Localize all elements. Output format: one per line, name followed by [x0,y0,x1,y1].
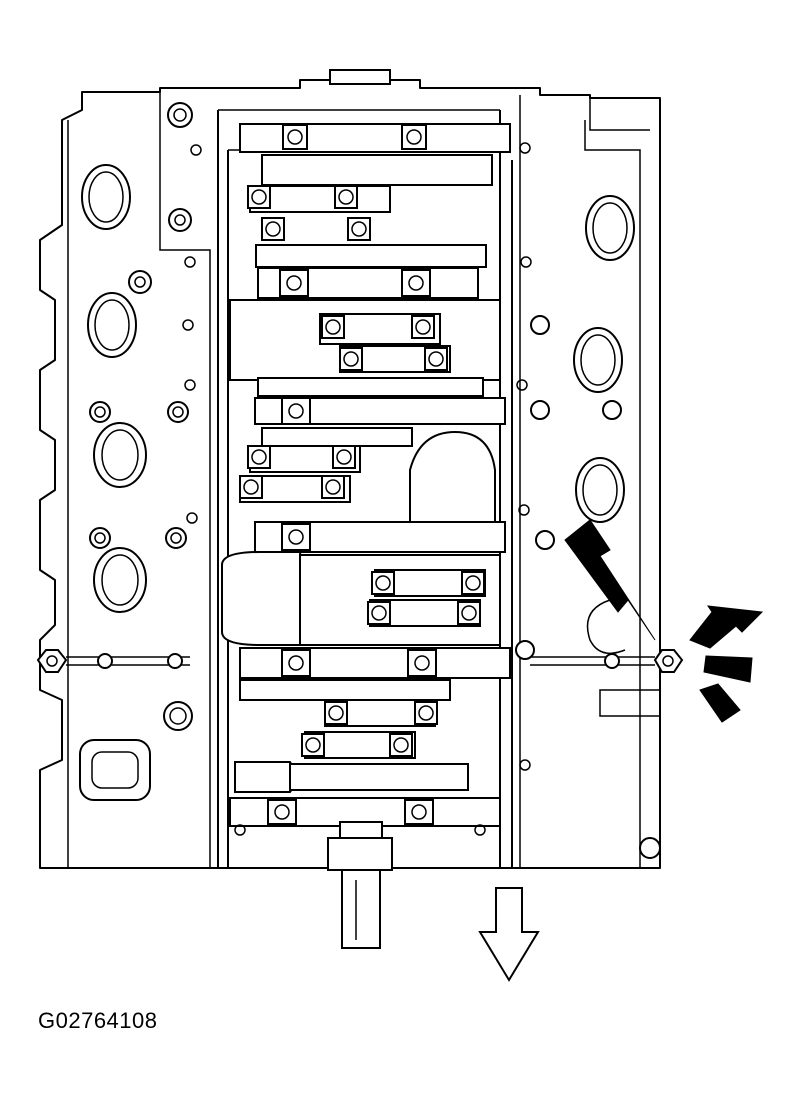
crankshaft [221,154,501,793]
cap-bolts [239,124,485,825]
impact-marks-icon [689,605,764,723]
left-ports [79,164,151,801]
block-outline [39,69,661,869]
pointer-arrow-icon [564,519,656,641]
down-arrow-icon [478,887,540,982]
side-bolt-left [36,649,190,673]
figure-code: G02764108 [38,1008,158,1033]
right-ports [573,195,635,655]
block-bolts [89,102,661,859]
crank-snout [327,821,393,949]
crankcase-cavity [217,109,513,868]
side-bolt-right [530,649,684,717]
